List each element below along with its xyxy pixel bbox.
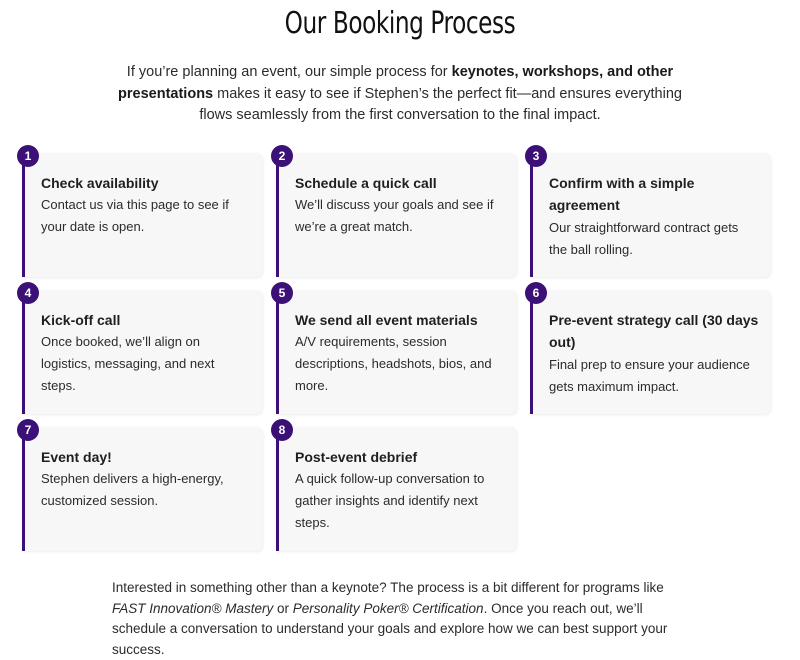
step-number-badge-7: 7 [17, 419, 39, 441]
intro-text-1: If you’re planning an event, our simple … [126, 64, 452, 80]
step-number-badge-8: 8 [271, 419, 293, 441]
intro-bold-text: keynotes, workshops, and other presentat… [118, 64, 674, 102]
step-title: Confirm with a simple agreement [549, 175, 695, 213]
step-card-5: We send all event materials A/V requirem… [276, 290, 516, 414]
step-title: Kick-off call [41, 312, 121, 328]
step-description: A quick follow-up conversation to gather… [295, 471, 485, 530]
step-description: A/V requirements, session descriptions, … [295, 334, 492, 393]
step-description: Our straightforward contract gets the ba… [549, 220, 739, 257]
step-number-badge-3: 3 [525, 145, 547, 167]
step-card-8: Post-event debrief A quick follow-up con… [276, 427, 516, 551]
step-title: Event day! [41, 449, 112, 465]
intro-paragraph: If you’re planning an event, our simple … [105, 62, 695, 127]
step-number-badge-5: 5 [271, 282, 293, 304]
outro-text-2: or [273, 600, 293, 616]
step-title: Check availability [41, 175, 159, 191]
step-number-badge-2: 2 [271, 145, 293, 167]
outro-text-1: Interested in something other than a key… [112, 580, 664, 595]
step-description: Contact us via this page to see if your … [41, 197, 229, 234]
step-card-1: Check availability Contact us via this p… [22, 153, 262, 277]
outro-text-3: . Once you reach out, we’ll schedule a c… [112, 600, 668, 657]
step-description: Final prep to ensure your audience gets … [549, 357, 750, 394]
step-card-3: Confirm with a simple agreement Our stra… [530, 153, 770, 277]
outro-paragraph: Interested in something other than a key… [112, 578, 692, 660]
step-card-7: Event day! Stephen delivers a high-energ… [22, 427, 262, 551]
intro-text-2: makes it easy to see if Stephen’s the pe… [199, 85, 682, 124]
program-name-fast-innovation: FAST Innovation® Mastery [112, 600, 274, 616]
step-number-badge-1: 1 [17, 145, 39, 167]
step-title: Post-event debrief [295, 449, 418, 465]
step-title: Pre-event strategy call (30 days out) [549, 312, 759, 350]
step-card-2: Schedule a quick call We’ll discuss your… [276, 153, 516, 277]
step-card-4: Kick-off call Once booked, we’ll align o… [22, 290, 262, 414]
page-title: Our Booking Process [284, 6, 516, 41]
step-title: Schedule a quick call [295, 175, 437, 191]
step-description: We’ll discuss your goals and see if we’r… [295, 197, 494, 234]
program-name-personality-poker: Personality Poker® Certification [292, 600, 484, 616]
step-title: We send all event materials [295, 312, 478, 328]
step-number-badge-4: 4 [17, 282, 39, 304]
step-number-badge-6: 6 [525, 282, 547, 304]
step-description: Once booked, we’ll align on logistics, m… [41, 334, 215, 393]
step-description: Stephen delivers a high-energy, customiz… [41, 471, 224, 508]
step-card-6: Pre-event strategy call (30 days out) Fi… [530, 290, 770, 414]
